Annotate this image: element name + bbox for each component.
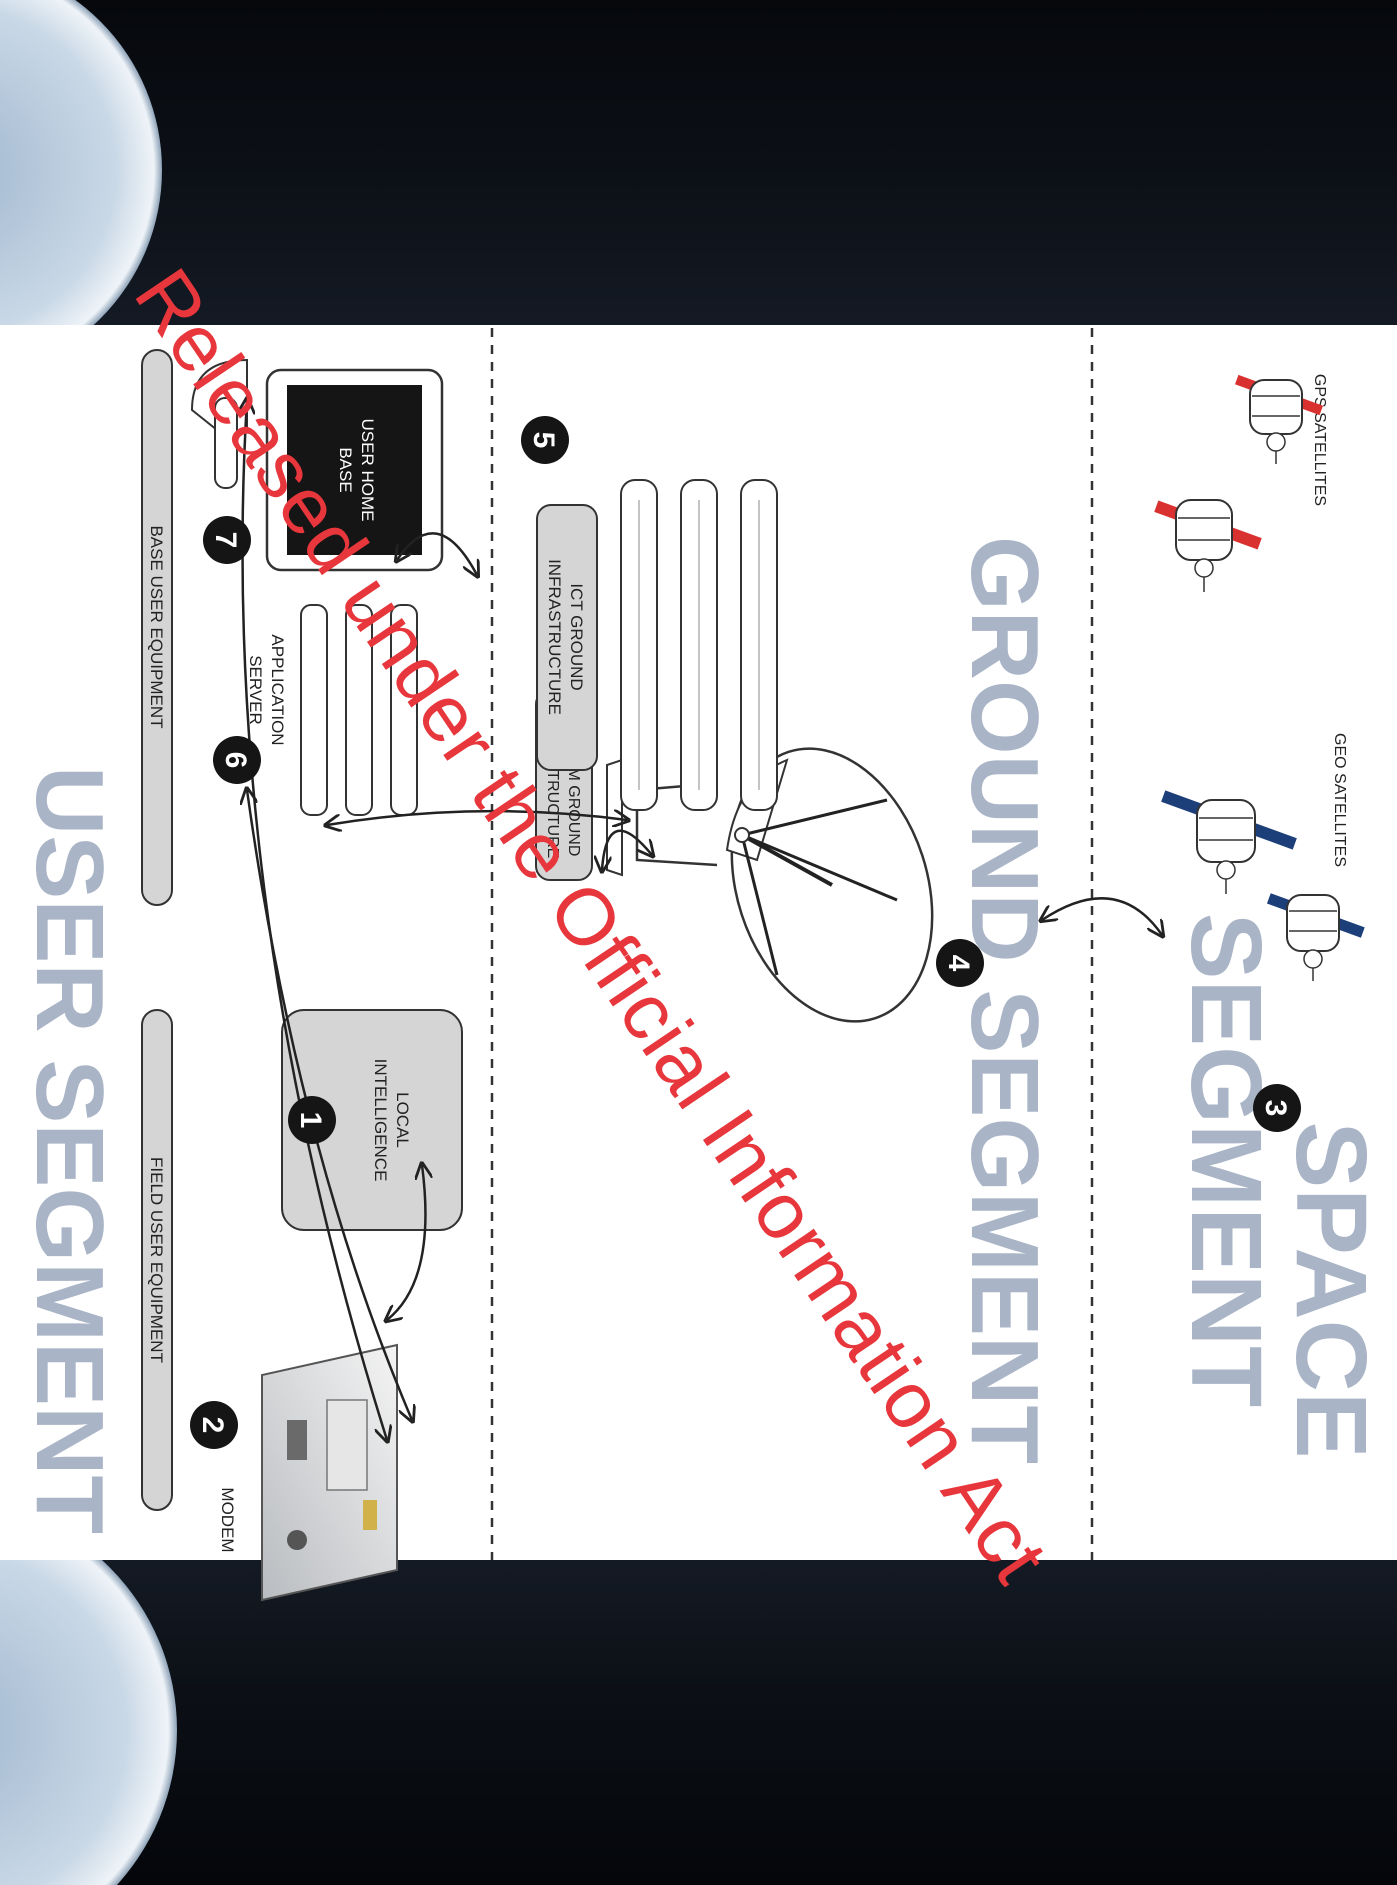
marker-1: 1 <box>288 1096 336 1144</box>
ict-label-line1: ICT GROUND <box>567 583 586 690</box>
marker-2-label: 2 <box>196 1417 229 1434</box>
segment-title-space-line1: SPACE <box>1275 1121 1387 1458</box>
gps-satellite-icon <box>1235 375 1323 464</box>
field-user-equipment-label: FIELD USER EQUIPMENT <box>147 1157 166 1363</box>
marker-4: 4 <box>936 939 984 987</box>
marker-4-label: 4 <box>942 955 975 972</box>
local-intelligence-line1: LOCAL <box>393 1092 412 1148</box>
gps-satellite-icon <box>1154 500 1261 592</box>
ict-label-line2: INFRASTRUCTURE <box>545 559 564 715</box>
marker-7-label: 7 <box>209 532 242 549</box>
segment-title-space-line2: SEGMENT <box>1170 913 1282 1407</box>
application-server-line1: APPLICATION <box>268 634 287 745</box>
marker-6-label: 6 <box>219 752 252 769</box>
modem-label: MODEM <box>218 1487 237 1552</box>
segment-title-user: USER SEGMENT <box>16 766 123 1534</box>
modem-icon <box>262 1345 397 1600</box>
ict-server-racks-icon <box>621 480 777 810</box>
geo-satellites-label: GEO SATELLITES <box>1331 733 1348 867</box>
marker-3-label: 3 <box>1259 1100 1292 1117</box>
marker-7: 7 <box>203 516 251 564</box>
geo-satellite-icon <box>1161 790 1297 894</box>
marker-1-label: 1 <box>294 1112 327 1129</box>
segment-title-ground: GROUND SEGMENT <box>951 536 1058 1464</box>
marker-2: 2 <box>190 1401 238 1449</box>
base-user-equipment-label: BASE USER EQUIPMENT <box>147 525 166 728</box>
marker-5: 5 <box>521 416 569 464</box>
arrow-geo-to-dish <box>1042 898 1162 935</box>
marker-5-label: 5 <box>527 432 560 449</box>
gps-satellites-label: GPS SATELLITES <box>1311 374 1328 506</box>
local-intelligence-line2: INTELLIGENCE <box>371 1059 390 1182</box>
marker-3: 3 <box>1253 1084 1301 1132</box>
marker-6: 6 <box>213 736 261 784</box>
